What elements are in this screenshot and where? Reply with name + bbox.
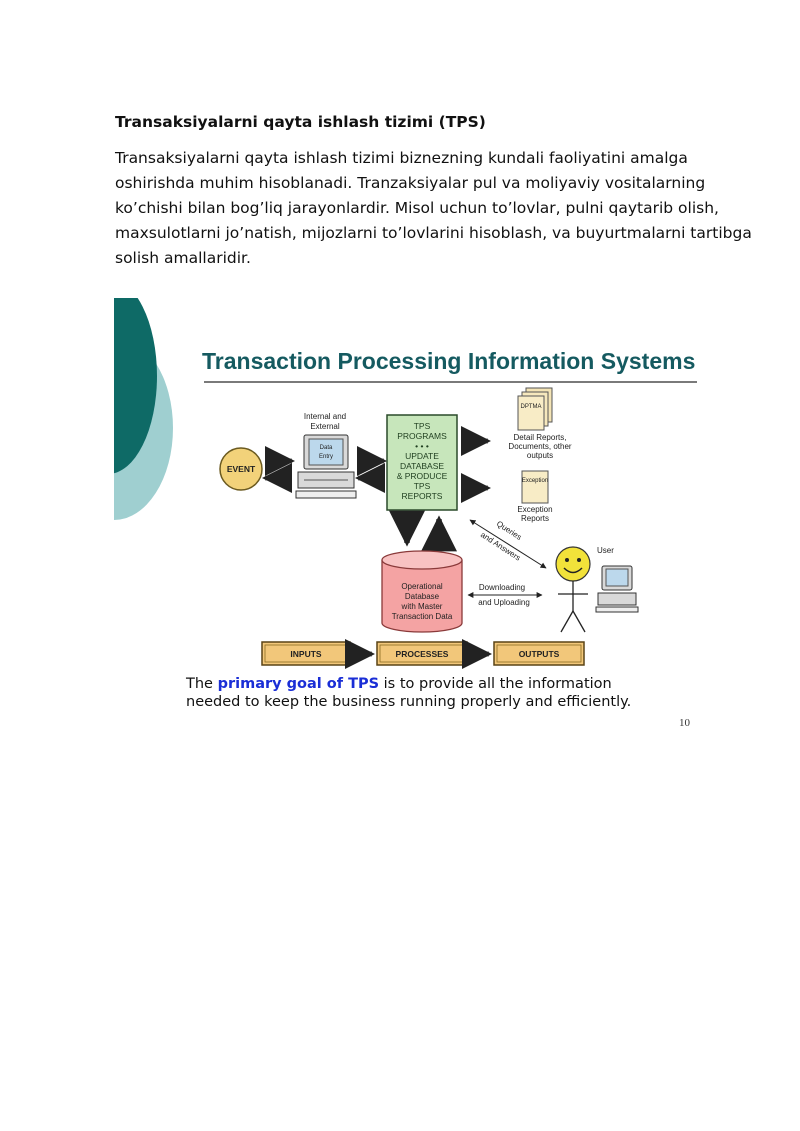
downloading-label: Downloading (479, 583, 525, 592)
detail-caption: Detail Reports, (514, 433, 567, 442)
tps-line: TPS (414, 421, 431, 431)
smiley-icon (555, 546, 591, 582)
paragraph-line: Transaksiyalarni qayta ishlash tizimi bi… (115, 149, 688, 167)
paragraph-line: oshirishda muhim hisoblanadi. Tranzaksiy… (115, 174, 706, 192)
detail-doc-label: DPTMA (521, 404, 542, 410)
section-heading: Transaksiyalarni qayta ishlash tizimi (T… (115, 113, 486, 131)
paragraph-line: solish amallaridir. (115, 249, 251, 267)
detail-caption: outputs (527, 451, 553, 460)
event-node: EVENT (219, 447, 263, 491)
footer-emphasis: primary goal of TPS (218, 676, 379, 692)
tps-line: DATABASE (400, 461, 444, 471)
arrow-queries (469, 519, 547, 569)
exception-caption: Reports (521, 514, 549, 523)
footer-pre: The (185, 676, 218, 692)
slide-decoration (114, 298, 173, 520)
footer-post: is to provide all the information (379, 676, 612, 692)
detail-reports: DPTMA Detail Reports, Documents, other o… (508, 387, 572, 460)
detail-caption: Documents, other (508, 442, 571, 451)
tps-programs-box: TPS PROGRAMS • • • UPDATE DATABASE & PRO… (386, 414, 458, 511)
exception-reports: Exception Exception Reports (517, 470, 553, 523)
user-computer (595, 565, 639, 613)
db-line: Operational (401, 582, 443, 591)
tps-line: & PRODUCE (397, 471, 448, 481)
user-figure: User (555, 546, 614, 633)
uploading-label: and Uploading (478, 598, 530, 607)
operational-database: Operational Database with Master Transac… (381, 550, 463, 633)
slide-footer-line-1: The primary goal of TPS is to provide al… (185, 676, 612, 692)
tps-diagram: Transaction Processing Information Syste… (114, 298, 697, 729)
section-paragraph: Transaksiyalarni qayta ishlash tizimi bi… (115, 146, 755, 271)
tps-line: UPDATE (405, 451, 439, 461)
pipeline-outputs: OUTPUTS (519, 649, 560, 659)
paragraph-line: ko’chishi bilan bog’liq jarayonlardir. M… (115, 199, 719, 217)
tps-line: PROGRAMS (397, 431, 447, 441)
slide-title: Transaction Processing Information Syste… (202, 348, 695, 374)
db-line: with Master (401, 602, 443, 611)
exception-caption: Exception (517, 505, 552, 514)
tps-line: TPS (414, 481, 431, 491)
user-label: User (597, 546, 614, 555)
event-label: EVENT (227, 464, 256, 474)
paragraph-line: maxsulotlarni jo’natish, mijozlarni to’l… (115, 224, 752, 242)
db-line: Transaction Data (392, 612, 453, 621)
data-entry-computer: Internal and External Data Entry (295, 412, 357, 499)
pipeline-inputs: INPUTS (290, 649, 322, 659)
entry-caption-2: External (310, 422, 340, 431)
slide-footer-line-2: needed to keep the business running prop… (186, 694, 631, 710)
tps-line: REPORTS (402, 491, 443, 501)
screen-text-1: Data (320, 445, 333, 451)
pipeline: INPUTS PROCESSES OUTPUTS (261, 639, 585, 669)
screen-text-2: Entry (319, 454, 333, 460)
exception-doc-label: Exception (522, 478, 548, 484)
entry-caption-1: Internal and (304, 412, 346, 421)
slide-number: 10 (679, 717, 691, 729)
pipeline-processes: PROCESSES (396, 649, 449, 659)
tps-line: • • • (415, 441, 429, 451)
tps-slide-image: Transaction Processing Information Syste… (114, 298, 714, 738)
db-line: Database (405, 592, 440, 601)
